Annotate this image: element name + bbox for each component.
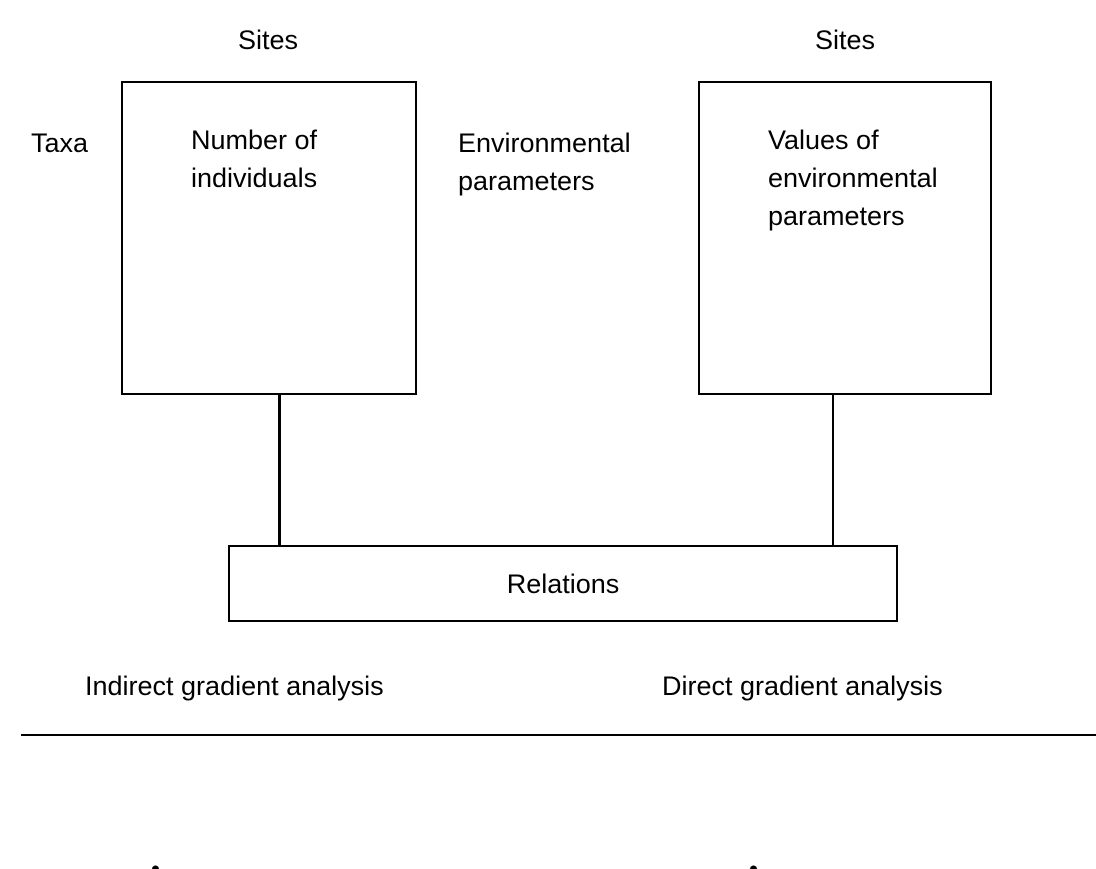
connector-environment-to-relations xyxy=(832,393,834,546)
divider-rule xyxy=(21,734,1096,736)
bullet-dot-icon xyxy=(152,865,159,869)
method-heading-indirect-gradient-analysis: Indirect gradient analysis xyxy=(85,671,384,701)
list-item: classification xyxy=(152,787,374,869)
species-data-matrix-box: Number of individuals xyxy=(121,81,417,395)
environmental-data-matrix-box: Values of environmental parameters xyxy=(698,81,992,395)
list-item: regression xyxy=(750,787,1085,869)
column-header-left-sites: Sites xyxy=(237,25,299,55)
environmental-data-matrix-label: Values of environmental parameters xyxy=(768,125,938,231)
relations-label: Relations xyxy=(506,568,620,599)
relations-box: Relations xyxy=(228,545,898,622)
bullet-dot-icon xyxy=(750,865,757,869)
environmental-parameters-label: Environmental parameters xyxy=(458,128,631,196)
connector-species-to-relations xyxy=(278,393,281,546)
column-header-right-sites: Sites xyxy=(814,25,876,55)
row-label-taxa: Taxa xyxy=(31,128,89,158)
species-data-matrix-label: Number of individuals xyxy=(191,125,318,193)
method-list-direct-gradient-analysis: regression constrained ordination xyxy=(750,751,1085,869)
method-list-indirect-gradient-analysis: classification ordination xyxy=(152,751,374,869)
method-heading-direct-gradient-analysis: Direct gradient analysis xyxy=(662,671,943,701)
